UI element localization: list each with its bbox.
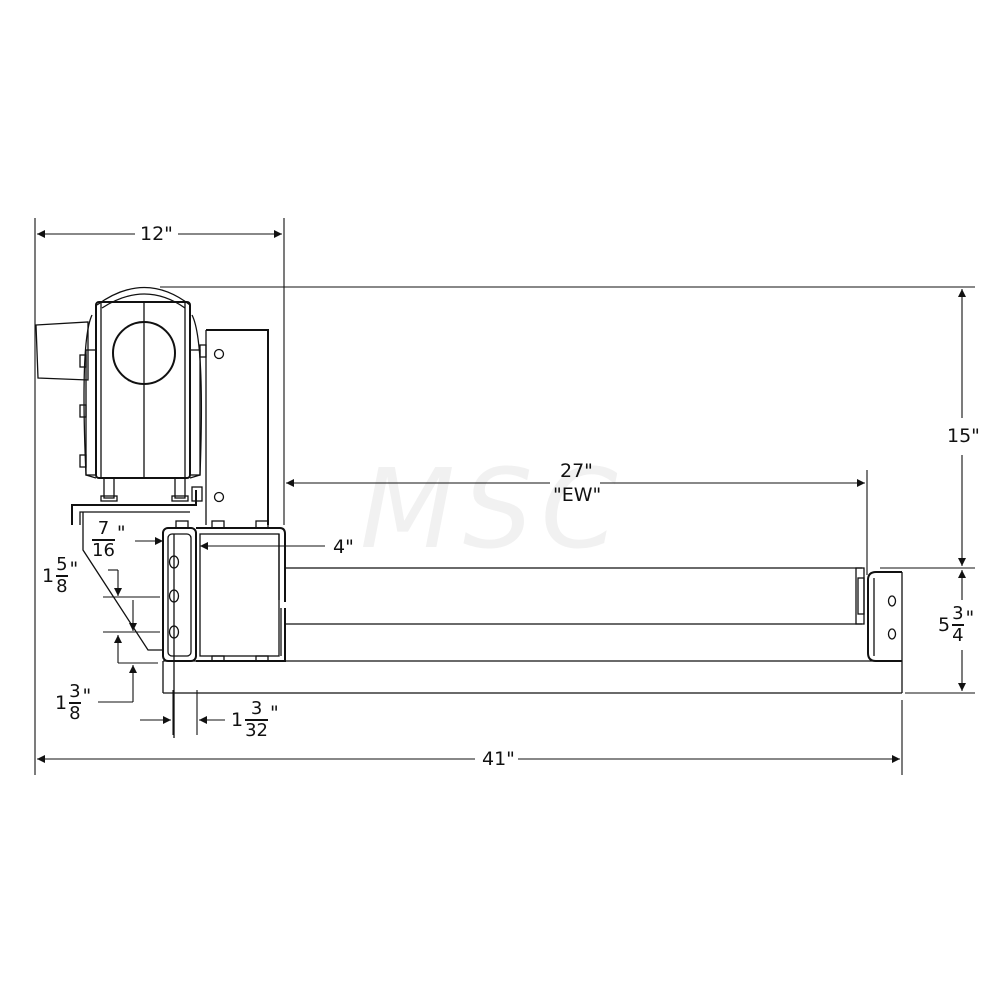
drive-motor <box>35 286 207 502</box>
frame-rail <box>162 660 903 694</box>
dim-overall-length: 41" <box>482 748 515 770</box>
dim-between-frames: 27" <box>560 460 593 482</box>
watermark: MSC <box>360 445 626 573</box>
roller <box>285 567 865 625</box>
dim-ew-note: "EW" <box>553 484 602 506</box>
extension-lines <box>34 218 975 775</box>
dim-overall-height: 15" <box>947 425 980 447</box>
far-side-bracket <box>867 571 903 662</box>
dimension-lines <box>37 230 966 763</box>
mount-plate <box>191 329 269 525</box>
motor-bracket <box>71 490 197 651</box>
dim-channel-width: 4" <box>333 536 354 558</box>
dim-top-width: 12" <box>140 223 173 245</box>
